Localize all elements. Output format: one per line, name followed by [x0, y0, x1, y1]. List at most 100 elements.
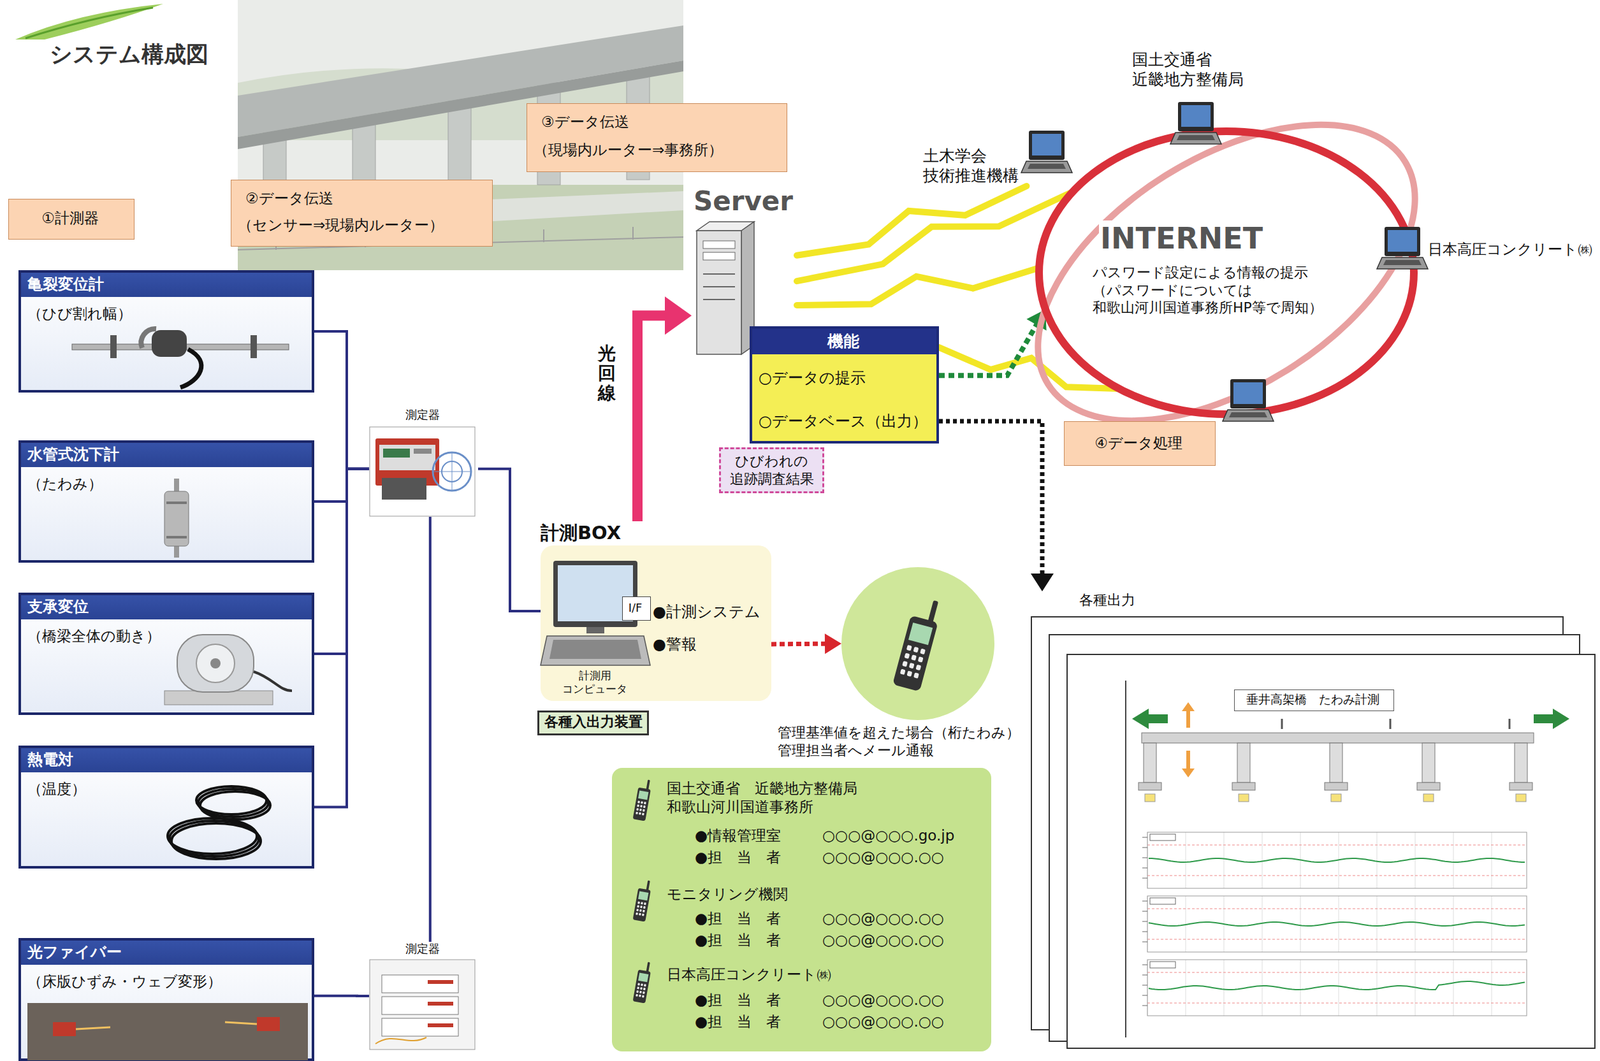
node-text: ○○○@○○○.○○	[822, 848, 945, 867]
sensor-box: 水管式沈下計（たわみ）	[18, 440, 315, 563]
illustration-part	[1132, 708, 1168, 730]
illustration-part	[642, 991, 646, 995]
illustration-part	[703, 273, 735, 275]
illustration-part	[987, 63, 1466, 482]
illustration-part	[1533, 708, 1570, 730]
illustration-part	[637, 800, 640, 804]
io-box: 各種入出力装置	[537, 710, 649, 736]
node-text: ●担 当 者	[694, 1012, 781, 1032]
illustration-part	[645, 880, 650, 892]
illustration-part	[369, 427, 475, 517]
illustration-part	[1149, 834, 1176, 841]
node-text: 日本高圧コンクリート㈱	[1427, 240, 1593, 259]
illustration-part	[1222, 379, 1274, 422]
illustration-part	[253, 671, 292, 691]
illustration-part	[913, 647, 920, 654]
illustration-part	[632, 879, 653, 922]
node-text: （ひび割れ幅）	[27, 304, 132, 324]
illustration-part	[642, 910, 646, 913]
illustration-part	[635, 812, 639, 815]
node-text: 熱電対	[27, 750, 74, 770]
callout-box: ②データ伝送（センサー⇒現場内ルーター）	[230, 179, 493, 247]
illustration-part	[1417, 782, 1440, 791]
illustration-part	[427, 1002, 454, 1006]
connector-line	[938, 320, 1040, 376]
node-text: 垂井高架橋 たわみ計測	[1234, 692, 1391, 708]
illustration-part	[1021, 161, 1073, 173]
illustration-part	[632, 888, 651, 923]
illustration-part	[1262, 832, 1263, 889]
illustration-part	[1141, 733, 1534, 744]
illustration-part	[1176, 135, 1215, 141]
node-text: 計測BOX	[540, 521, 621, 545]
leaf-mark	[0, 0, 179, 45]
illustration-part	[909, 662, 915, 670]
illustration-part	[892, 615, 938, 693]
function-box: 機能○データの提示○データベース（出力）	[749, 326, 939, 444]
illustration-part	[1142, 942, 1148, 943]
sensor-box: 熱電対（温度）	[18, 745, 315, 869]
illustration-part	[1453, 832, 1455, 889]
illustration-part	[200, 791, 271, 820]
illustration-part	[543, 229, 545, 243]
illustration-part	[1376, 257, 1428, 270]
illustration-part	[379, 444, 436, 471]
illustration-part	[1376, 960, 1378, 1017]
node-text: ●計測システム	[652, 602, 761, 622]
illustration-part	[177, 634, 254, 693]
connector-line	[938, 421, 1043, 579]
illustration-part	[1422, 743, 1435, 783]
illustration-part	[638, 790, 649, 800]
illustration-part	[1147, 875, 1527, 877]
node-text: （たわみ）	[27, 474, 103, 494]
illustration-part	[1021, 130, 1073, 173]
illustration-part	[640, 905, 643, 909]
node-text: 測定器	[369, 407, 476, 423]
illustration-part	[892, 596, 944, 692]
illustration-part	[1181, 702, 1195, 712]
connector-line	[314, 469, 370, 655]
illustration-part	[639, 909, 642, 913]
illustration-part	[1338, 960, 1340, 1017]
illustration-part	[166, 536, 187, 539]
node-text: 支承変位	[27, 597, 89, 617]
illustration-part	[1149, 898, 1176, 905]
node-text: モニタリング機関	[666, 885, 788, 904]
illustration-part	[169, 821, 259, 857]
illustration-part	[645, 780, 650, 792]
illustration-part	[180, 349, 202, 388]
illustration-part	[637, 982, 640, 986]
illustration-part	[1142, 911, 1148, 913]
illustration-part	[636, 804, 640, 808]
node-text: （床版ひずみ・ウェブ変形）	[27, 972, 222, 992]
illustration-part	[1262, 896, 1263, 953]
output-sheets: 各種出力垂井高架橋 たわみ計測	[1030, 591, 1598, 1051]
connector-line	[429, 516, 432, 943]
illustration-part	[645, 962, 650, 974]
illustration-part	[383, 448, 410, 458]
illustration-part	[1329, 743, 1343, 783]
node-text: INTERNET	[1098, 220, 1265, 258]
connector	[314, 995, 370, 997]
illustration-part	[641, 995, 645, 998]
illustration-part	[196, 644, 235, 683]
illustration-part	[1142, 1005, 1148, 1007]
illustration-part	[1222, 409, 1274, 422]
node-text: 機能	[752, 331, 934, 352]
illustration-part	[1509, 782, 1533, 791]
illustration-part	[1223, 960, 1225, 1017]
illustration-part	[1376, 832, 1378, 889]
illustration-part	[375, 1037, 427, 1045]
node-text: 測定器	[369, 942, 476, 957]
illustration-part	[636, 909, 639, 912]
illustration-part	[1181, 105, 1211, 127]
illustration-part	[1142, 995, 1148, 997]
illustration-part	[638, 891, 649, 901]
illustration-part	[1039, 131, 1414, 415]
illustration-part	[1147, 972, 1527, 974]
illustration-part	[1376, 896, 1378, 953]
arrow-head	[824, 633, 842, 655]
node-text: ●担 当 者	[694, 931, 781, 950]
illustration-part	[703, 252, 735, 261]
